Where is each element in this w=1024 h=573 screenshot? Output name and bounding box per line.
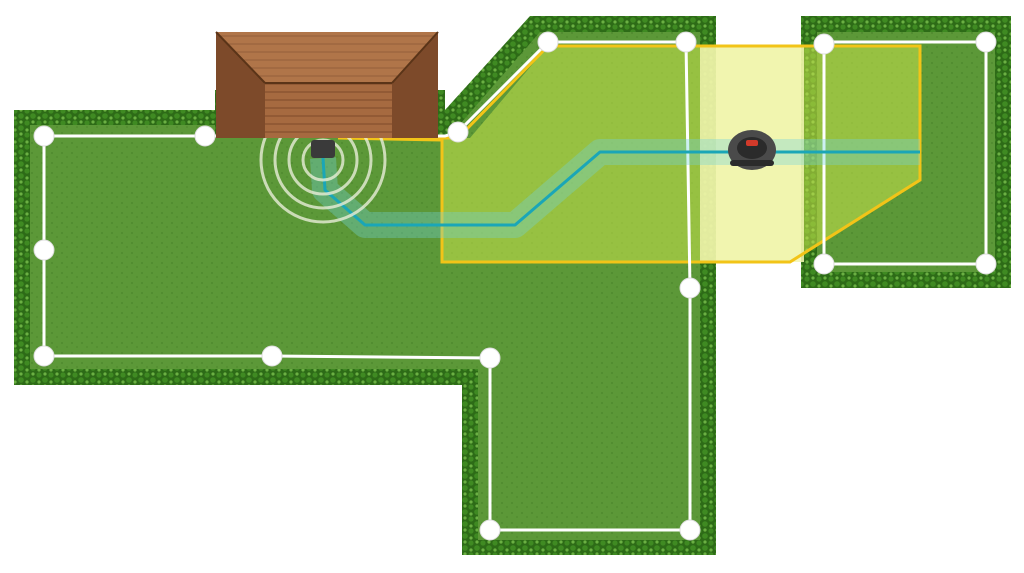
wire-peg-icon [675,31,697,53]
wire-peg-icon [33,239,55,261]
wire-peg-icon [33,345,55,367]
wire-peg-icon [447,121,469,143]
wire-peg-icon [975,253,997,275]
wire-peg-icon [479,347,501,369]
wire-peg-icon [975,31,997,53]
wire-pegs [33,31,997,541]
guide-path [310,139,920,238]
wire-peg-icon [194,125,216,147]
wire-peg-icon [679,277,701,299]
wire-peg-icon [679,519,701,541]
wire-peg-icon [813,33,835,55]
robotic-mower-icon [728,130,776,170]
wire-peg-icon [537,31,559,53]
charging-station-icon [311,140,335,158]
work-zone [337,44,922,264]
wire-peg-icon [261,345,283,367]
house-roof-icon [215,31,439,138]
wire-peg-icon [813,253,835,275]
wire-peg-icon [479,519,501,541]
wire-peg-icon [33,125,55,147]
